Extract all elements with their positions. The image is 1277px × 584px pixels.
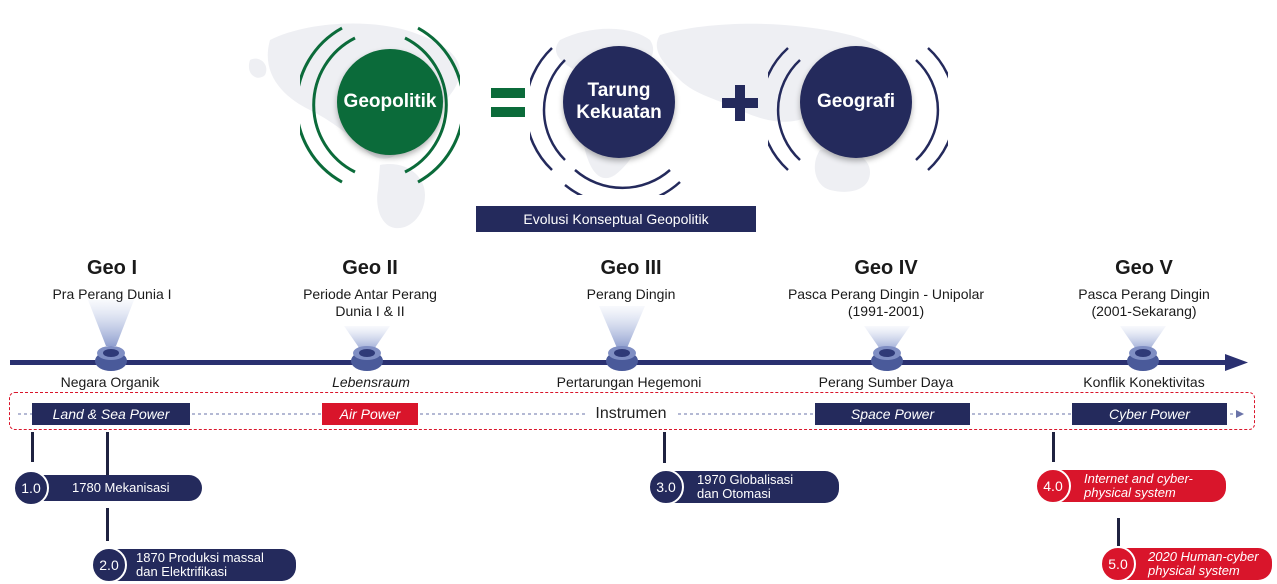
connector-line bbox=[1117, 518, 1120, 546]
subtitle-bar: Evolusi Konseptual Geopolitik bbox=[476, 206, 756, 232]
era-title: Geo V bbox=[1115, 257, 1173, 279]
instruments-frame bbox=[9, 392, 1255, 430]
connector-line bbox=[106, 508, 109, 541]
era-geo-5: Geo V Pasca Perang Dingin (2001-Sekarang… bbox=[1024, 256, 1264, 320]
industry-3-pill: 1970 Globalisasi dan Otomasi bbox=[667, 471, 839, 503]
era-bottom-label: Konflik Konektivitas bbox=[1083, 374, 1205, 390]
industry-1-pill: 1780 Mekanisasi bbox=[32, 475, 202, 501]
plus-sign bbox=[722, 85, 758, 121]
industry-3-badge: 3.0 bbox=[648, 469, 684, 505]
badge-label: 2.0 bbox=[99, 557, 119, 573]
geografi-circle: Geografi bbox=[800, 46, 912, 158]
equals-sign bbox=[491, 88, 525, 118]
connector-line bbox=[1052, 432, 1055, 462]
era-desc-line1: Pra Perang Dunia I bbox=[52, 286, 172, 302]
timeline bbox=[10, 300, 1248, 371]
industry-5-text-line2: physical system bbox=[1148, 563, 1240, 578]
instrument-land-sea-power: Land & Sea Power bbox=[32, 403, 190, 425]
era-desc-line2: Dunia I & II bbox=[335, 303, 405, 319]
spotlight-beams bbox=[88, 300, 1166, 352]
industry-2-text-line1: 1870 Produksi massal bbox=[136, 550, 264, 565]
industry-4-pill: Internet and cyber- physical system bbox=[1056, 470, 1226, 502]
industry-2-text-line2: dan Elektrifikasi bbox=[136, 564, 228, 579]
instrument-label: Air Power bbox=[339, 406, 401, 422]
era-title: Geo III bbox=[600, 257, 662, 279]
era-desc-line1: Perang Dingin bbox=[586, 286, 676, 302]
instrument-label: Land & Sea Power bbox=[52, 406, 170, 422]
connector-line bbox=[31, 432, 34, 462]
connector-line bbox=[106, 432, 109, 484]
instrument-air-power: Air Power bbox=[322, 403, 418, 425]
era-geo-2: Geo II Periode Antar Perang Dunia I & II bbox=[250, 256, 490, 320]
badge-label: 4.0 bbox=[1043, 478, 1063, 494]
industry-3-text-line2: dan Otomasi bbox=[697, 486, 771, 501]
era-desc-line1: Periode Antar Perang bbox=[303, 286, 437, 302]
industry-1-text: 1780 Mekanisasi bbox=[72, 480, 170, 495]
era-desc-line2: (1991-2001) bbox=[847, 303, 925, 319]
tarung-kekuatan-arcs bbox=[530, 47, 681, 195]
geopolitik-label: Geopolitik bbox=[343, 91, 437, 112]
industry-1-badge: 1.0 bbox=[13, 470, 49, 506]
industry-3-text-line1: 1970 Globalisasi bbox=[697, 472, 794, 487]
tarung-label-line1: Tarung bbox=[587, 80, 651, 101]
era-bottom-label: Negara Organik bbox=[60, 374, 160, 390]
instrument-space-power: Space Power bbox=[815, 403, 970, 425]
era-title: Geo II bbox=[342, 257, 398, 279]
industry-2-pill: 1870 Produksi massal dan Elektrifikasi bbox=[110, 549, 296, 581]
instruments-center-label: Instrumen bbox=[585, 403, 677, 425]
timeline-markers bbox=[95, 346, 1159, 371]
industry-2-badge: 2.0 bbox=[91, 547, 127, 583]
era-geo-1: Geo I Pra Perang Dunia I bbox=[0, 256, 232, 303]
instrument-cyber-power: Cyber Power bbox=[1072, 403, 1227, 425]
industry-5-pill: 2020 Human-cyber physical system bbox=[1120, 548, 1272, 580]
geografi-label: Geografi bbox=[816, 91, 896, 112]
geopolitik-circle: Geopolitik bbox=[337, 49, 443, 155]
industry-5-text-line1: 2020 Human-cyber bbox=[1148, 549, 1259, 564]
tarung-label-line2: Kekuatan bbox=[576, 102, 662, 123]
era-bottom-label: Pertarungan Hegemoni bbox=[556, 374, 702, 390]
badge-label: 5.0 bbox=[1108, 556, 1128, 572]
era-title: Geo IV bbox=[854, 257, 918, 279]
era-geo-4: Geo IV Pasca Perang Dingin - Unipolar (1… bbox=[766, 256, 1006, 320]
geografi-arcs bbox=[768, 47, 948, 171]
era-desc-line1: Pasca Perang Dingin bbox=[1078, 286, 1210, 302]
subtitle-text: Evolusi Konseptual Geopolitik bbox=[523, 211, 709, 227]
era-desc-line2: (2001-Sekarang) bbox=[1091, 303, 1197, 319]
era-bottom-label: Lebensraum bbox=[332, 374, 410, 390]
timeline-arrowhead bbox=[1225, 354, 1248, 371]
badge-label: 3.0 bbox=[656, 479, 676, 495]
badge-label: 1.0 bbox=[21, 480, 41, 496]
industry-5-badge: 5.0 bbox=[1100, 546, 1136, 582]
instrument-label: Space Power bbox=[850, 406, 935, 422]
industry-4-text-line1: Internet and cyber- bbox=[1084, 471, 1193, 486]
era-geo-3: Geo III Perang Dingin bbox=[511, 256, 751, 303]
era-desc-line1: Pasca Perang Dingin - Unipolar bbox=[787, 286, 985, 302]
connector-line bbox=[663, 432, 666, 463]
industry-4-badge: 4.0 bbox=[1035, 468, 1071, 504]
industry-4-text-line2: physical system bbox=[1084, 485, 1176, 500]
era-bottom-label: Perang Sumber Daya bbox=[818, 374, 954, 390]
era-title: Geo I bbox=[86, 257, 137, 279]
geopolitik-arcs bbox=[300, 26, 460, 184]
instrument-label: Cyber Power bbox=[1109, 406, 1190, 422]
tarung-kekuatan-circle: Tarung Kekuatan bbox=[563, 46, 675, 158]
